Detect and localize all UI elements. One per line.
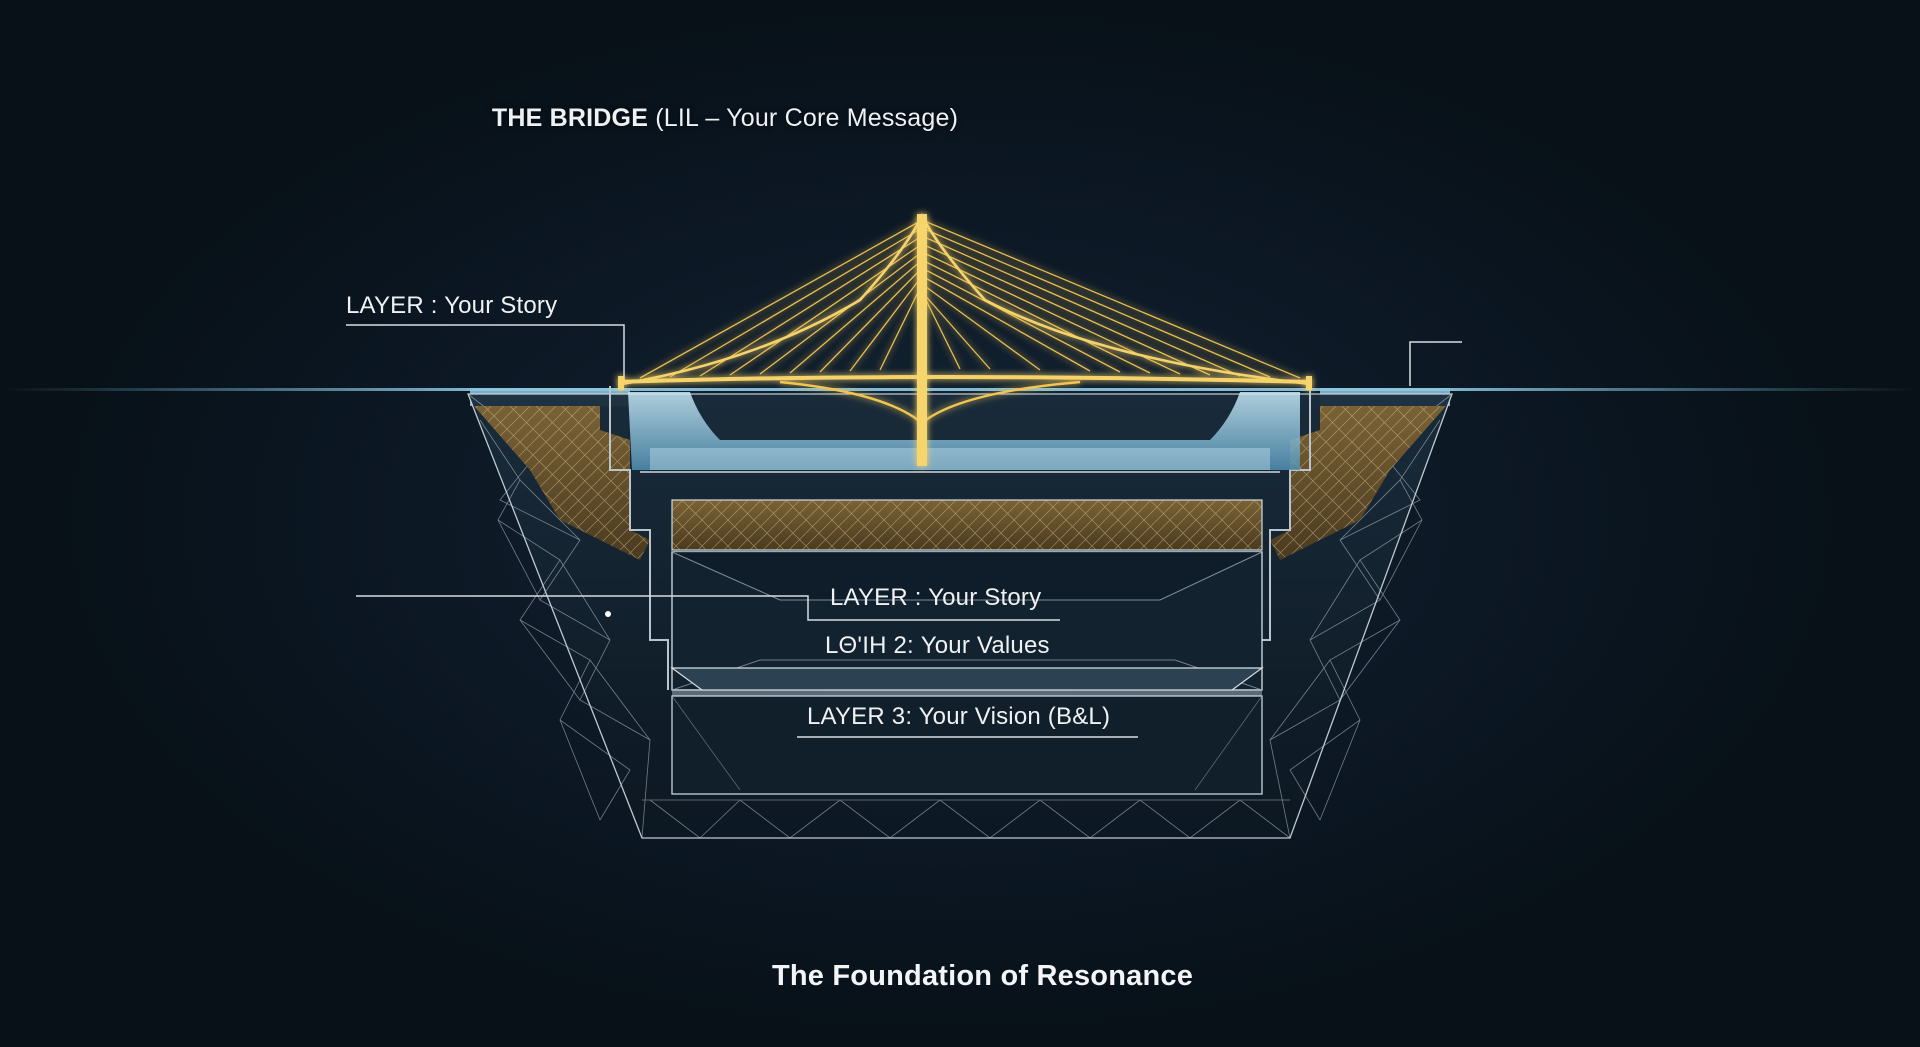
layer-chamber-lower [671, 695, 1263, 795]
layer-chamber-upper [671, 551, 1263, 691]
label-layer-story-top: LAYER : Your Story [346, 292, 558, 319]
layer-divider-slab [670, 667, 1264, 696]
diagram-title-main: THE BRIDGE [491, 104, 649, 132]
label-layer-story-middle: LAYER : Your Story [830, 584, 1042, 611]
layer-earth-slab [671, 499, 1263, 551]
earth-shoulders [474, 406, 1446, 560]
water-channel [628, 392, 1300, 470]
diagram-title-sub: (LIL – Your Core Message) [648, 104, 959, 132]
footer-title: The Foundation of Resonance [771, 960, 1194, 992]
label-layer-vision: LAYER 3: Your Vision (B&L) [807, 703, 1111, 730]
diagram-title: THE BRIDGE (LIL – Your Core Message) [0, 104, 1450, 133]
bridge [617, 213, 1313, 466]
annotation-leaders [346, 324, 1462, 738]
label-layer-values: LΘ'ΙΗ 2: Your Values [825, 632, 1050, 659]
